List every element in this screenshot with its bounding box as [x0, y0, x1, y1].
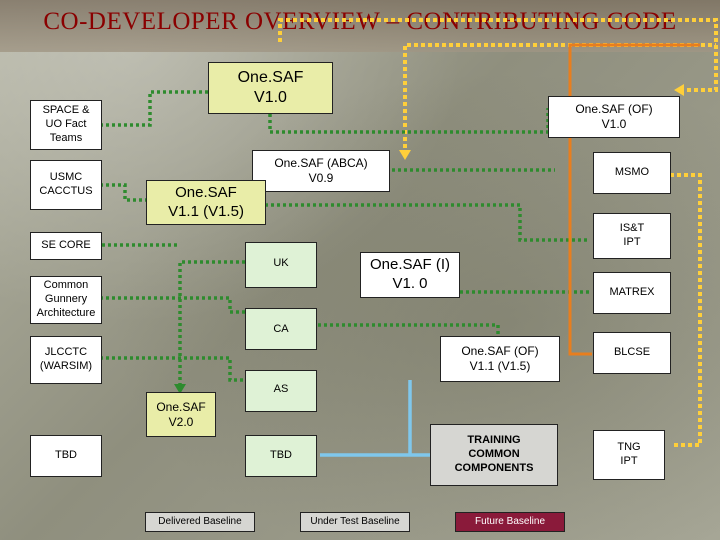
line-title-to-of-v10 — [278, 18, 718, 92]
matrex-box: MATREX — [593, 272, 671, 314]
legend-future: Future Baseline — [455, 512, 565, 532]
onesaf-v11-box: One.SAF V1.1 (V1.5) — [146, 180, 266, 225]
delivered-baseline-lines — [100, 90, 590, 388]
legend-under-test: Under Test Baseline — [300, 512, 410, 532]
tng-ipt-box: TNG IPT — [593, 430, 665, 480]
onesaf-v10-box: One.SAF V1.0 — [208, 62, 333, 114]
onesaf-i-box: One.SAF (I) V1. 0 — [360, 252, 460, 298]
space-uo-box: SPACE & UO Fact Teams — [30, 100, 102, 150]
blcse-box: BLCSE — [593, 332, 671, 374]
jlcctc-box: JLCCTC (WARSIM) — [30, 336, 102, 384]
line-tng-to-msmo — [670, 173, 702, 447]
line-title-orange — [568, 43, 700, 100]
onesaf-v20-box: One.SAF V2.0 — [146, 392, 216, 437]
as-box: AS — [245, 370, 317, 412]
onesaf-of-v10-box: One.SAF (OF) V1.0 — [548, 96, 680, 138]
onesaf-of-v11-box: One.SAF (OF) V1.1 (V1.5) — [440, 336, 560, 382]
arrow-to-v20 — [174, 384, 186, 394]
uk-box: UK — [245, 242, 317, 288]
line-common-gunnery — [100, 296, 245, 314]
msmo-box: MSMO — [593, 152, 671, 194]
common-gunnery-box: Common Gunnery Architecture — [30, 276, 102, 324]
line-blcse — [568, 98, 592, 356]
line-v11-to-ist — [265, 203, 590, 242]
line-uk-to-v20 — [178, 260, 245, 388]
arrow-to-of-v10 — [674, 84, 684, 96]
line-jlcctc — [100, 356, 245, 382]
arrow-to-onesaf-i — [399, 150, 411, 160]
ca-box: CA — [245, 308, 317, 350]
line-ca-to-of-v11 — [318, 323, 500, 340]
ist-ipt-box: IS&T IPT — [593, 213, 671, 259]
usmc-cacctus-box: USMC CACCTUS — [30, 160, 102, 210]
line-space-to-v10 — [100, 90, 208, 127]
line-usmc-to-v11 — [100, 183, 146, 202]
legend-delivered: Delivered Baseline — [145, 512, 255, 532]
onesaf-abca-box: One.SAF (ABCA) V0.9 — [252, 150, 390, 192]
under-test-baseline-lines — [320, 380, 430, 457]
tbd-left-box: TBD — [30, 435, 102, 477]
training-common-box: TRAINING COMMON COMPONENTS — [430, 424, 558, 486]
se-core-box: SE CORE — [30, 232, 102, 260]
tbd-mid-box: TBD — [245, 435, 317, 477]
